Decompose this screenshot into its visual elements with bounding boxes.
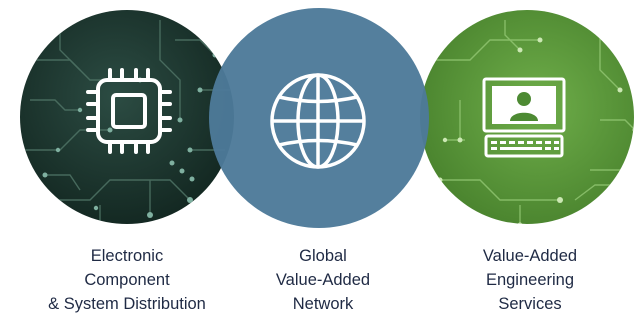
caption-line: Network — [292, 295, 354, 313]
caption-line: Value-Added — [275, 271, 371, 289]
caption-line: Services — [498, 295, 562, 313]
globe-icon — [270, 73, 366, 169]
computer-user-icon — [482, 77, 566, 158]
caption-line: Component — [84, 271, 170, 289]
caption-line: Engineering — [485, 271, 575, 289]
caption-engineering-services: Value-Added Engineering Services — [420, 244, 640, 316]
caption-global-network: Global Value-Added Network — [213, 244, 433, 316]
caption-line: Global — [299, 247, 347, 265]
caption-line: & System Distribution — [48, 295, 206, 313]
circle-electronic-component — [20, 10, 234, 224]
caption-line: Electronic — [90, 247, 164, 265]
caption-line: Value-Added — [482, 247, 578, 265]
microchip-icon — [86, 68, 172, 154]
circle-engineering-services — [420, 10, 634, 224]
caption-electronic-component: Electronic Component & System Distributi… — [17, 244, 237, 316]
circle-global-network — [209, 8, 429, 228]
